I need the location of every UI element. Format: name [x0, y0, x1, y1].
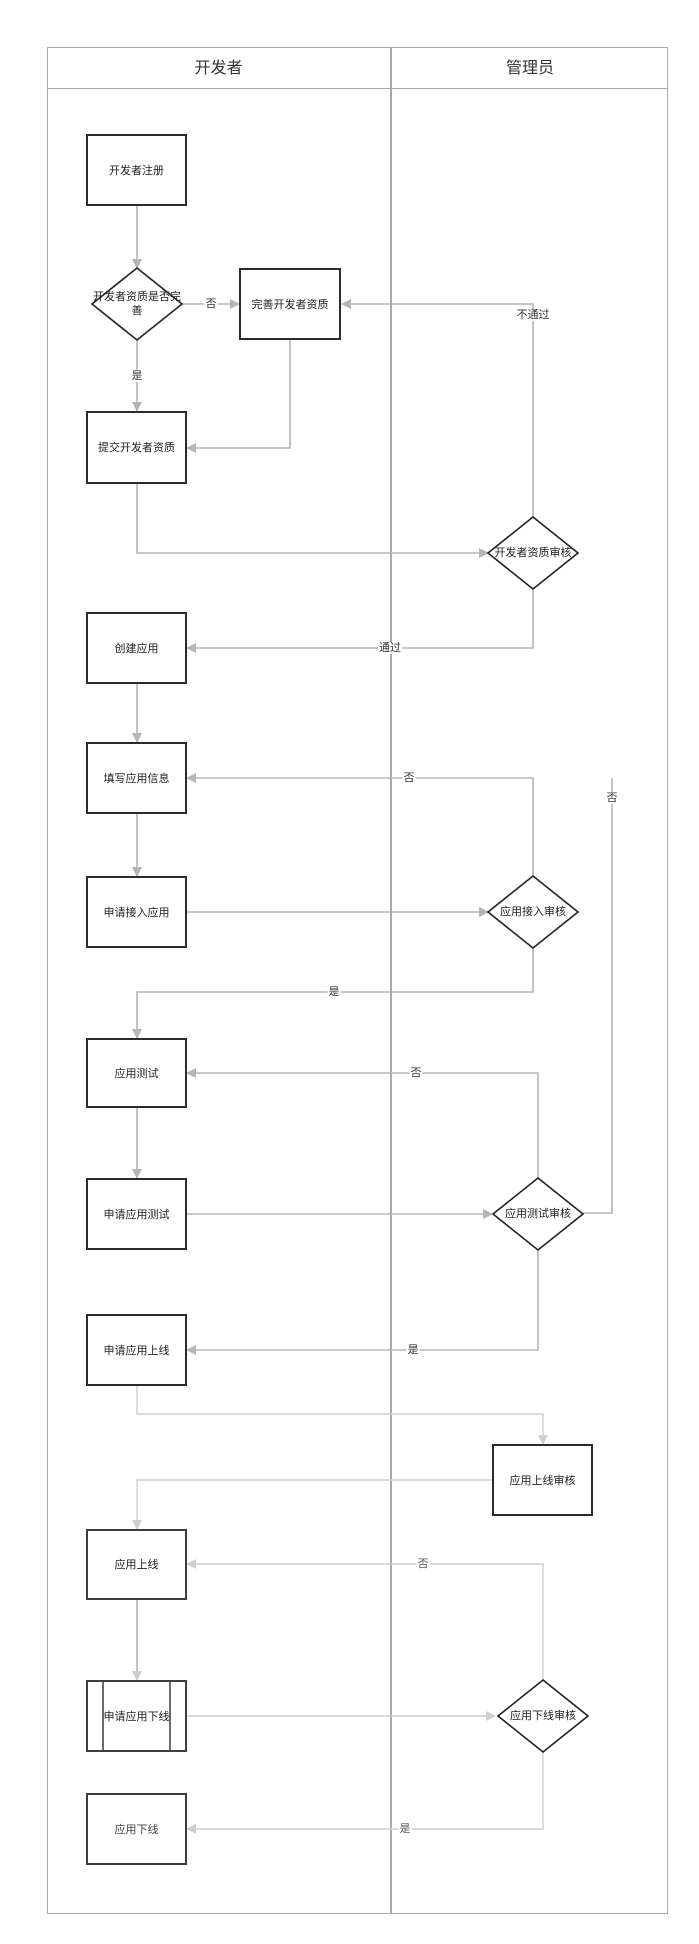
node-apply-offline: 申请应用下线	[86, 1680, 187, 1752]
edge-label-access-yes: 是	[327, 985, 341, 998]
edge-offline-review-no	[186, 1559, 544, 1680]
decision-access-review-label: 应用接入审核	[500, 905, 566, 918]
lane-header-divider	[47, 88, 668, 89]
node-dev-register: 开发者注册	[86, 134, 187, 206]
edge-label-offline-no: 否	[416, 1557, 430, 1570]
decision-test-review-label: 应用测试审核	[505, 1207, 571, 1220]
edge-improve-to-submit	[186, 340, 291, 453]
node-apply-online: 申请应用上线	[86, 1314, 187, 1386]
edge-label-test-no-right: 否	[605, 791, 619, 804]
edge-test-review-no-right	[583, 778, 613, 1214]
edge-test-review-yes	[186, 1249, 539, 1355]
lane-title-developer: 开发者	[194, 58, 243, 77]
edge-access-review-no	[186, 773, 534, 876]
swimlane-pool	[47, 47, 668, 1914]
decision-offline-review-label: 应用下线审核	[510, 1709, 576, 1722]
node-apply-test: 申请应用测试	[86, 1178, 187, 1250]
edge-apply-online-to-review	[136, 1386, 548, 1445]
node-apply-access: 申请接入应用	[86, 876, 187, 948]
decision-qual-complete-label: 开发者资质是否完善	[93, 290, 181, 317]
edge-label-yes-submit: 是	[130, 369, 144, 382]
decision-access-review	[486, 874, 580, 950]
node-app-test: 应用测试	[86, 1038, 187, 1108]
node-create-app: 创建应用	[86, 612, 187, 684]
edge-label-test-no: 否	[409, 1066, 423, 1079]
edge-review-pass	[186, 589, 534, 653]
edge-review-notpass	[341, 299, 534, 517]
node-online-review: 应用上线审核	[492, 1444, 593, 1516]
edge-label-offline-yes: 是	[398, 1822, 412, 1835]
node-app-online: 应用上线	[86, 1529, 187, 1600]
edge-label-no-improve: 否	[204, 297, 218, 310]
edge-offline-review-yes	[186, 1752, 544, 1834]
decision-qual-complete	[90, 266, 184, 342]
edge-submit-to-review	[136, 484, 489, 558]
edge-label-access-no: 否	[402, 771, 416, 784]
edge-label-not-pass: 不通过	[515, 308, 551, 321]
decision-qual-review	[486, 515, 580, 591]
decision-offline-review	[496, 1678, 590, 1754]
node-fill-app-info: 填写应用信息	[86, 742, 187, 814]
node-improve-qual: 完善开发者资质	[239, 268, 341, 340]
edge-test-review-no	[186, 1068, 539, 1178]
lane-divider	[390, 47, 392, 1914]
lane-title-admin: 管理员	[505, 58, 554, 77]
node-app-offline: 应用下线	[86, 1793, 187, 1865]
edge-label-test-yes: 是	[406, 1343, 420, 1356]
node-submit-qual: 提交开发者资质	[86, 411, 187, 484]
decision-test-review	[491, 1176, 585, 1252]
edge-label-pass: 通过	[378, 641, 402, 654]
edge-online-review-to-online	[132, 1479, 492, 1530]
decision-qual-review-label: 开发者资质审核	[494, 546, 572, 559]
